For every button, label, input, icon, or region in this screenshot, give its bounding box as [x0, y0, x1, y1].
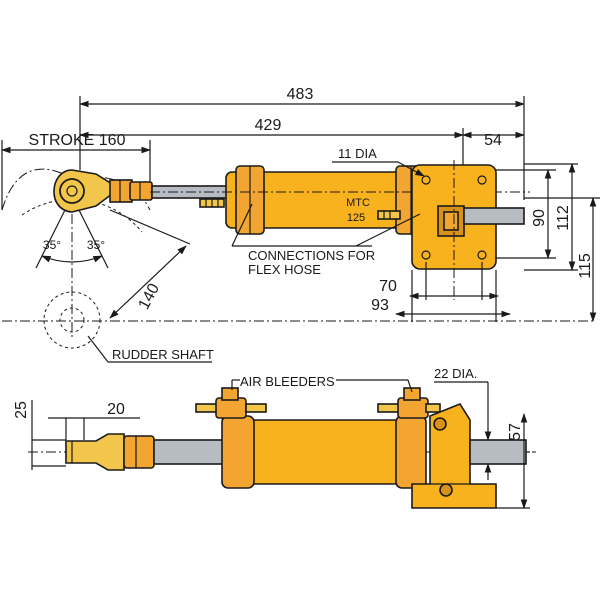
dimension-stroke-label: STROKE 160 [29, 132, 126, 149]
centre-height-dim: 57 [496, 413, 530, 509]
piston-rod-right [463, 207, 525, 225]
bolt-spacing-h-label: 70 [379, 278, 397, 295]
rod-end-side [65, 433, 155, 471]
hose-fitting-right [377, 210, 401, 220]
dimension-radius-label: 140 [136, 281, 164, 313]
connections-line2: FLEX HOSE [248, 262, 321, 277]
hose-fitting-left [199, 198, 225, 208]
piston-rod-side [153, 439, 227, 465]
rod-dia-callout: 22 DIA. [434, 366, 492, 480]
cylinder-body-side [221, 415, 427, 489]
connections-callout: CONNECTIONS FOR FLEX HOSE [231, 203, 421, 277]
bracket-vertical-dims: 90 112 115 [496, 163, 600, 322]
connections-line1: CONNECTIONS FOR [248, 248, 375, 263]
dimension-overall-label: 483 [287, 86, 314, 103]
top-view: 483 429 54 STROKE 160 3 [1, 86, 600, 363]
mount-height-label: 115 [577, 253, 594, 279]
model-line2: 125 [347, 212, 365, 224]
hole-dia-label: 11 DIA [338, 146, 377, 161]
eye-height-dim: 25 [13, 400, 66, 470]
dimension-offset-label: 54 [484, 132, 502, 149]
dimension-stroke: STROKE 160 [1, 132, 151, 210]
bracket-horizontal-dims: 70 93 [371, 262, 511, 322]
side-view: 25 20 [13, 366, 536, 509]
bolt-spacing-v-label: 90 [531, 209, 548, 227]
angle-right-label: 35° [87, 238, 105, 252]
eye-depth-dim: 20 [48, 401, 140, 440]
rod-end-top [53, 169, 153, 213]
eye-depth-label: 20 [107, 401, 125, 418]
rod-eye-top [53, 169, 113, 213]
centre-height-label: 57 [507, 423, 524, 441]
angle-left-label: 35° [43, 238, 61, 252]
dimension-body-label: 429 [255, 117, 282, 134]
dimension-overall: 483 [79, 86, 525, 200]
piston-rod-side-right [469, 439, 527, 465]
bracket-width-label: 93 [371, 297, 389, 314]
hole-dia-callout: 11 DIA [332, 146, 425, 177]
bracket-height-label: 112 [555, 205, 572, 231]
rod-dia-label: 22 DIA. [434, 366, 477, 381]
eye-height-label: 25 [13, 401, 30, 419]
rod-eye-side [65, 433, 125, 471]
dimension-body: 429 54 [79, 117, 525, 165]
mounting-bracket-side [411, 403, 497, 509]
air-bleeders: AIR BLEEDERS [195, 374, 441, 419]
model-line1: MTC [346, 197, 370, 209]
mounting-bracket-top [411, 160, 497, 300]
air-bleeders-label: AIR BLEEDERS [240, 374, 335, 389]
rudder-shaft-label: RUDDER SHAFT [112, 347, 214, 362]
